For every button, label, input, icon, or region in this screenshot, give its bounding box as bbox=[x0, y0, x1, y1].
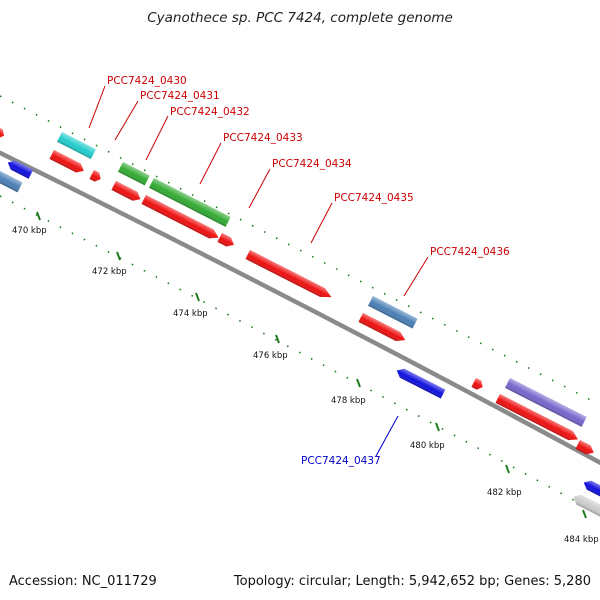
gene-feature-red[interactable] bbox=[217, 233, 236, 249]
gene-label[interactable]: PCC7424_0431 bbox=[140, 90, 220, 102]
tick-label: 484 kbp bbox=[564, 535, 599, 545]
gene-label[interactable]: PCC7424_0437 bbox=[301, 455, 381, 467]
gene-feature-blue[interactable] bbox=[581, 478, 600, 501]
gene-feature-red[interactable] bbox=[471, 378, 484, 391]
inner-dotted-track bbox=[0, 195, 600, 516]
gene-feature-green[interactable] bbox=[118, 162, 150, 186]
gene-feature-red[interactable] bbox=[575, 440, 596, 457]
gene-feature-red[interactable] bbox=[89, 170, 102, 183]
map-title: Cyanothece sp. PCC 7424, complete genome bbox=[147, 10, 453, 26]
gene-label[interactable]: PCC7424_0434 bbox=[272, 158, 352, 170]
tick-label: 470 kbp bbox=[12, 226, 47, 236]
tick-label: 482 kbp bbox=[487, 488, 522, 498]
gene-feature-steel[interactable] bbox=[368, 296, 418, 329]
gene-feature-red[interactable] bbox=[141, 195, 220, 242]
gene-label[interactable]: PCC7424_0435 bbox=[334, 192, 414, 204]
gene-feature-blue[interactable] bbox=[5, 158, 34, 179]
tick-label: 480 kbp bbox=[410, 441, 445, 451]
gene-feature-purple[interactable] bbox=[505, 378, 587, 427]
gene-label[interactable]: PCC7424_0430 bbox=[107, 75, 187, 87]
gene-feature-steel[interactable] bbox=[0, 168, 23, 193]
genome-backbone bbox=[0, 150, 600, 466]
tick-labels: 470 kbp 472 kbp 474 kbp 476 kbp 478 kbp … bbox=[12, 226, 599, 545]
gene-label[interactable]: PCC7424_0433 bbox=[223, 132, 303, 144]
gene-feature-blue[interactable] bbox=[394, 366, 446, 399]
accession-text: Accession: NC_011729 bbox=[9, 574, 157, 589]
tick-label: 476 kbp bbox=[253, 351, 288, 361]
gene-feature-cyan[interactable] bbox=[57, 132, 96, 160]
gene-feature-green[interactable] bbox=[149, 178, 231, 227]
gene-feature-red[interactable] bbox=[245, 250, 333, 302]
gene-feature-red[interactable] bbox=[0, 124, 6, 140]
gene-label[interactable]: PCC7424_0432 bbox=[170, 106, 250, 118]
gene-feature-red[interactable] bbox=[358, 313, 407, 345]
gene-label[interactable]: PCC7424_0436 bbox=[430, 246, 510, 258]
genome-summary-text: Topology: circular; Length: 5,942,652 bp… bbox=[233, 574, 591, 589]
gene-labels: PCC7424_0430 PCC7424_0431 PCC7424_0432 P… bbox=[107, 75, 510, 467]
major-ticks bbox=[36, 211, 587, 519]
label-leaders bbox=[88, 85, 429, 457]
tick-label: 474 kbp bbox=[173, 309, 208, 319]
gene-feature-red[interactable] bbox=[49, 150, 86, 175]
gene-feature-red[interactable] bbox=[111, 181, 142, 204]
tick-label: 478 kbp bbox=[331, 396, 366, 406]
tick-label: 472 kbp bbox=[92, 267, 127, 277]
gene-feature-red[interactable] bbox=[495, 394, 580, 444]
gene-feature-gray[interactable] bbox=[571, 492, 600, 520]
